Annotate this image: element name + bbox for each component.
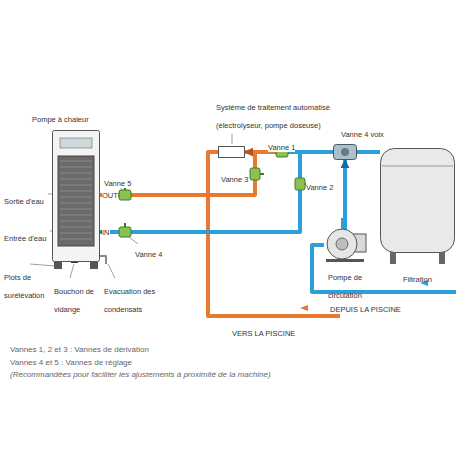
label-holder: Vannes 4 et 5 : Vannes de réglage — [10, 351, 132, 369]
pipe-connector — [100, 152, 255, 195]
note-text: Vannes 4 et 5 : Vannes de réglage — [10, 358, 132, 367]
part-label: Bouchon de vidange — [54, 287, 94, 314]
label-holder: Entrée d'eau — [4, 227, 46, 245]
heat-pump-unit: Pompe à chaleur — [52, 130, 100, 262]
raising-foot — [90, 262, 98, 269]
label-holder: Plots de surélévation — [4, 266, 54, 302]
text-holder: Pompe de circulation — [320, 266, 370, 302]
valve-label: Vanne 2 — [306, 183, 333, 192]
label-holder: DEPUIS LA PISCINE — [330, 298, 401, 316]
treatment-box-shape — [218, 146, 245, 158]
treatment-box: Système de traitement automatisé (électr… — [218, 146, 245, 158]
raising-foot — [54, 262, 62, 269]
label-holder: Sortie d'eau — [4, 190, 44, 208]
valve-label: Vanne 3 — [221, 175, 248, 184]
label-holder: Vanne 2 — [306, 176, 333, 194]
node-text: Pompe à chaleur — [32, 115, 89, 124]
valve-symbol — [119, 186, 131, 200]
note-text: (Recommandées pour faciliter les ajustem… — [10, 370, 271, 379]
valve-label: Vanne 5 — [104, 179, 131, 188]
filter-tank-shape — [380, 148, 455, 264]
pipe-connector — [100, 152, 333, 232]
pipe-connector — [343, 160, 347, 218]
valve-label: Vanne 1 — [268, 143, 295, 152]
label-holder: Vanne 5 — [104, 172, 131, 190]
part-label: Plots de surélévation — [4, 273, 44, 300]
pipe-label: DEPUIS LA PISCINE — [330, 305, 401, 314]
text-holder: Pompe à chaleur — [32, 108, 89, 126]
node-text: Système de traitement automatisé (électr… — [216, 103, 330, 130]
node-text: Pompe de circulation — [328, 273, 362, 300]
heat-pump-unit-shape — [52, 130, 100, 262]
node-text: Filtration — [403, 275, 432, 284]
four-way-valve-shape — [333, 144, 357, 160]
port-label: OUT — [102, 191, 118, 200]
valve-symbol — [250, 168, 264, 180]
four-way-valve: Vanne 4 voix — [333, 144, 357, 160]
label-holder: Evacuation des condensats — [104, 280, 166, 316]
label-holder: IN — [102, 221, 110, 239]
label-holder: OUT — [102, 184, 118, 202]
circulation-pump: Pompe de circulation — [322, 218, 368, 262]
valve-symbol — [119, 223, 131, 237]
text-holder: Vanne 4 voix — [341, 123, 384, 141]
label-holder: (Recommandées pour faciliter les ajustem… — [10, 363, 271, 381]
label-holder: Vanne 1 — [268, 136, 295, 154]
label-holder: Vanne 4 — [135, 243, 162, 261]
pipe-label: Entrée d'eau — [4, 234, 46, 243]
pipe-connector — [357, 150, 380, 154]
pipe-label: VERS LA PISCINE — [232, 329, 295, 338]
label-holder: Vannes 1, 2 et 3 : Vannes de dérivation — [10, 338, 149, 356]
label-holder: Bouchon de vidange — [54, 280, 99, 316]
note-text: Vannes 1, 2 et 3 : Vannes de dérivation — [10, 345, 149, 354]
part-label: Evacuation des condensats — [104, 287, 155, 314]
circulation-pump-shape — [322, 218, 368, 262]
filter-tank: Filtration — [380, 148, 455, 264]
label-holder: Vanne 3 — [221, 168, 248, 186]
text-holder: Système de traitement automatisé (électr… — [216, 96, 334, 132]
flow-arrow — [300, 305, 308, 311]
port-label: IN — [102, 228, 110, 237]
valve-label: Vanne 4 — [135, 250, 162, 259]
node-text: Vanne 4 voix — [341, 130, 384, 139]
label-holder: VERS LA PISCINE — [232, 322, 295, 340]
pipe-label: Sortie d'eau — [4, 197, 44, 206]
text-holder: Filtration — [380, 268, 455, 286]
